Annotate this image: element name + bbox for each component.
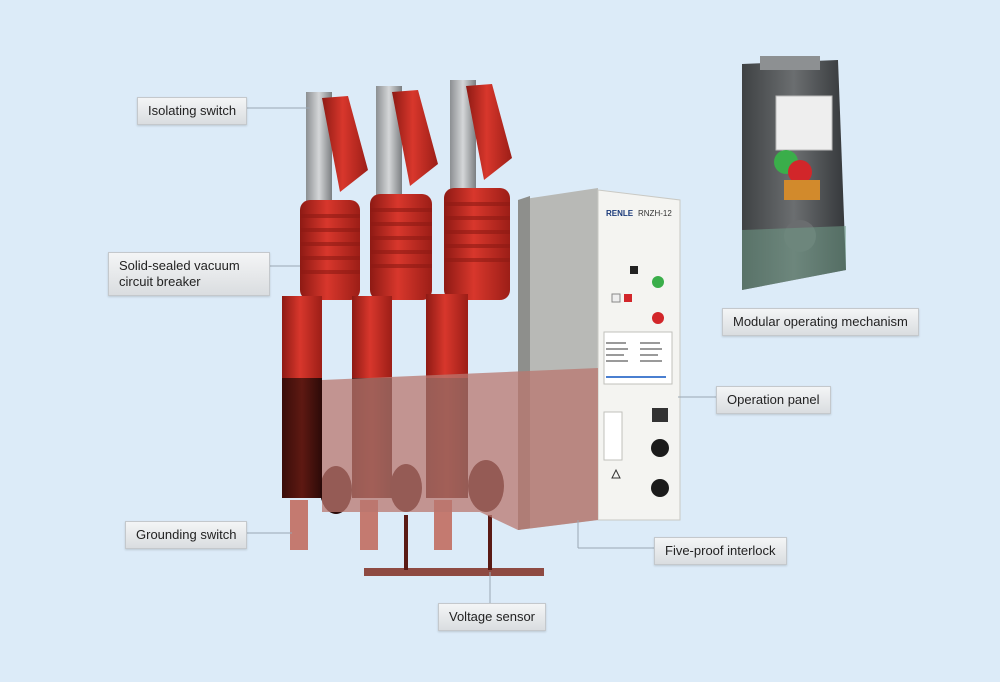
label-text: Voltage sensor [449, 609, 536, 624]
label-five-proof-interlock: Five-proof interlock [654, 537, 787, 565]
label-text: Modular operating mechanism [733, 314, 908, 329]
label-text: Grounding switch [136, 527, 237, 542]
operation-panel-face [597, 189, 681, 521]
label-operation-panel: Operation panel [716, 386, 831, 414]
label-operating-mechanism: Modular operating mechanism [722, 308, 919, 336]
label-circuit-breaker: Solid-sealed vacuum circuit breaker [108, 252, 270, 296]
label-text: Isolating switch [148, 103, 237, 118]
operating-mechanism [742, 56, 846, 290]
label-text: Five-proof interlock [665, 543, 776, 558]
panel-brand: RENLE [606, 209, 634, 218]
label-isolating-switch: Isolating switch [137, 97, 248, 125]
label-voltage-sensor: Voltage sensor [438, 603, 547, 631]
label-grounding-switch: Grounding switch [125, 521, 248, 549]
label-text: Solid-sealed vacuum circuit breaker [119, 258, 240, 289]
panel-model: RNZH-12 [638, 209, 672, 218]
leader-lines [240, 107, 716, 603]
base-plate [364, 515, 544, 576]
lower-section-tint [322, 368, 598, 530]
label-text: Operation panel [727, 392, 820, 407]
